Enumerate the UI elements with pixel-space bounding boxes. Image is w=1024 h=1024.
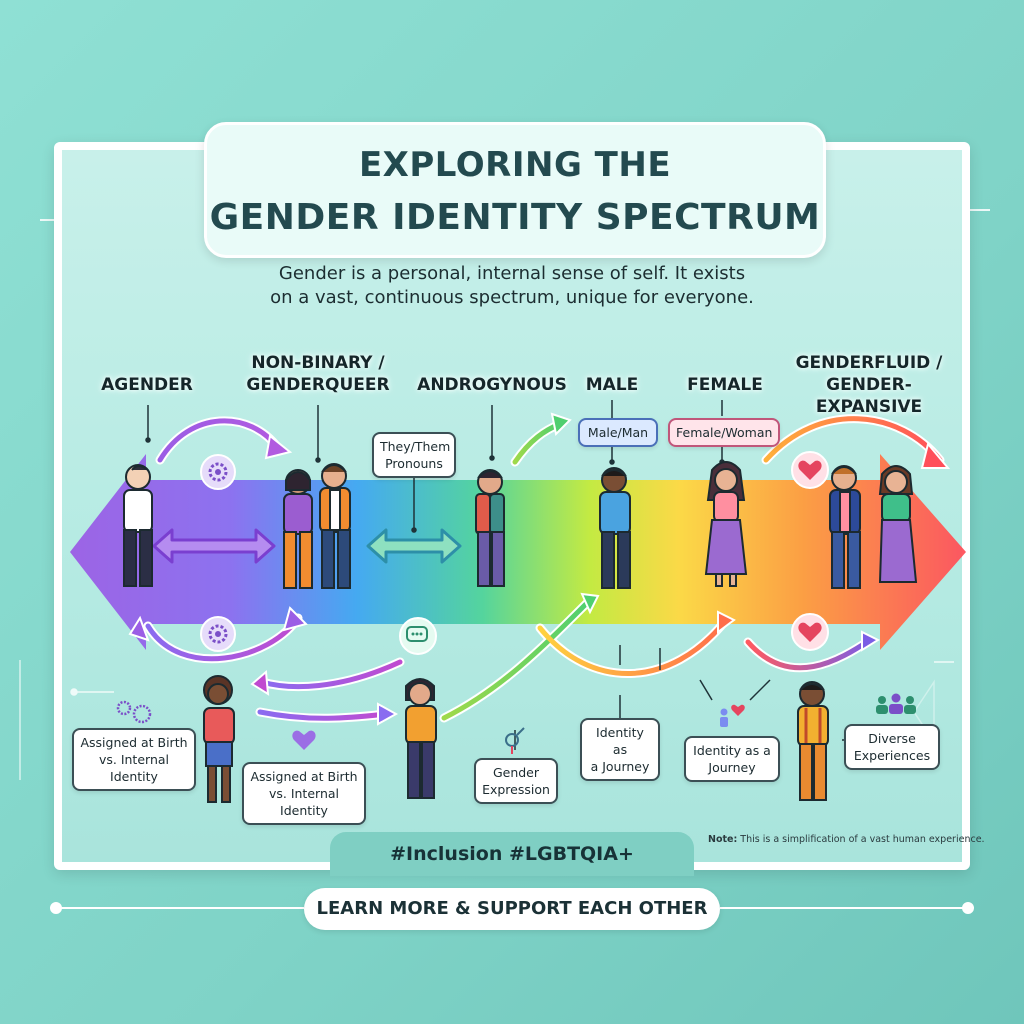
person-male [599,467,631,589]
label-diverse-line-1: Diverse [868,731,916,746]
category-nonbinary-line-2: GENDERQUEER [246,375,390,395]
title-line-2: GENDER IDENTITY SPECTRUM [209,197,821,238]
category-agender: AGENDER [101,375,193,395]
hashtags-bar: #Inclusion #LGBTQIA+ #Educational [330,832,694,909]
label-male-man: Male/Man [578,418,658,447]
label-female-woman: Female/Woman [668,418,780,447]
category-nonbinary: NON-BINARY / GENDERQUEER [228,352,408,396]
label-assigned-1-line-1: Assigned at Birth [80,735,188,750]
title-line-1: EXPLORING THE [358,145,672,185]
chat-bubble-icon [399,617,437,655]
label-gender-expression: Gender Expression [474,758,558,804]
label-assigned-at-birth-1: Assigned at Birth vs. Internal Identity [72,728,196,791]
heart-icon [791,451,829,489]
footnote-prefix: Note: [708,834,738,845]
person-nonbinary-1 [283,469,313,589]
person-diverse [797,681,829,801]
label-identity-journey-1: Identity as a Journey [580,718,660,781]
title-banner: EXPLORING THE GENDER IDENTITY SPECTRUM [204,122,826,258]
person-androgynous [475,469,505,587]
gear-icon [200,616,236,652]
gear-icon [116,700,152,724]
person-agender [123,464,153,587]
learn-more-banner[interactable]: LEARN MORE & SUPPORT EACH OTHER [304,888,720,930]
category-male: MALE [585,375,639,395]
label-gender-expression-line-2: Expression [482,782,550,797]
label-gender-expression-line-1: Gender [492,765,540,780]
subtitle: Gender is a personal, internal sense of … [210,262,814,310]
category-androgynous: ANDROGYNOUS [417,375,567,395]
category-nonbinary-line-1: NON-BINARY / [251,353,385,373]
heart-icon [292,730,316,750]
subtitle-line-1: Gender is a personal, internal sense of … [278,263,746,284]
category-genderfluid-line-2: GENDER-EXPANSIVE [815,375,923,417]
person-female [704,461,748,587]
label-assigned-2-line-1: Assigned at Birth [250,769,358,784]
label-they-them-line-2: Pronouns [385,456,443,471]
subtitle-line-2: on a vast, continuous spectrum, unique f… [270,287,754,308]
label-journey-1-line-2: a Journey [590,759,650,774]
heart-icon [791,613,829,651]
label-journey-2-line-2: Journey [708,760,756,775]
person-genderfluid-2 [878,465,918,583]
person-nonbinary-2 [319,463,351,589]
category-female: FEMALE [687,375,763,395]
label-assigned-2-line-2: vs. Internal Identity [268,786,340,818]
person-heart-icon [720,704,745,727]
label-they-them-pronouns: They/Them Pronouns [372,432,456,478]
footnote: Note: This is a simplification of a vast… [708,834,985,845]
gender-symbol-icon [505,727,525,754]
gear-icon [200,454,236,490]
label-identity-journey-2: Identity as a Journey [684,736,780,782]
category-genderfluid: GENDERFLUID / GENDER-EXPANSIVE [776,352,962,418]
person-assigned-at-birth [203,675,235,803]
people-group-icon [876,693,916,714]
label-journey-2-line-1: Identity as a [693,743,771,758]
label-journey-1-line-1: Identity as [596,725,644,757]
label-assigned-at-birth-2: Assigned at Birth vs. Internal Identity [242,762,366,825]
footnote-text: This is a simplification of a vast human… [737,834,985,845]
label-assigned-1-line-2: vs. Internal Identity [98,752,170,784]
category-genderfluid-line-1: GENDERFLUID / [795,353,943,373]
label-they-them-line-1: They/Them [380,439,451,454]
person-genderfluid-1 [829,465,861,589]
label-diverse-experiences: Diverse Experiences [844,724,940,770]
label-diverse-line-2: Experiences [853,748,931,763]
person-gender-expression [405,678,437,799]
